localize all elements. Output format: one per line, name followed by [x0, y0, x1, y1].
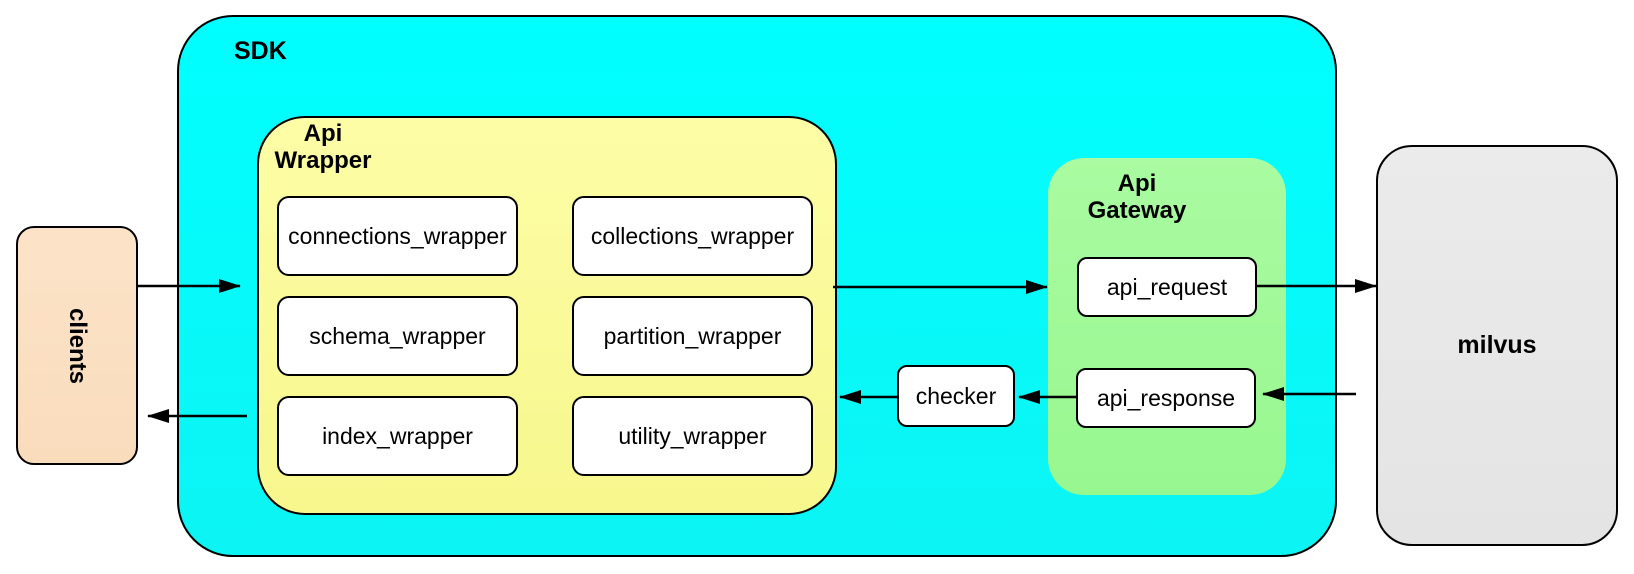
milvus-node: milvus: [1376, 145, 1618, 546]
api-gateway-label-line1: Api: [1117, 170, 1157, 197]
schema-wrapper-node: schema_wrapper: [277, 296, 518, 376]
api-wrapper-label-line1: Api: [303, 120, 343, 147]
utility-wrapper-node: utility_wrapper: [572, 396, 813, 476]
api-gateway-container: Api Gateway: [1048, 158, 1286, 495]
partition-wrapper-label: partition_wrapper: [603, 322, 782, 349]
api-response-label: api_response: [1096, 384, 1236, 411]
connections-wrapper-node: connections_wrapper: [277, 196, 518, 276]
api-wrapper-label-line2: Wrapper: [274, 147, 372, 174]
collections-wrapper-label: collections_wrapper: [590, 222, 795, 249]
index-wrapper-node: index_wrapper: [277, 396, 518, 476]
clients-label: clients: [64, 307, 91, 384]
milvus-label: milvus: [1457, 331, 1537, 359]
clients-node: clients: [16, 226, 138, 465]
api-gateway-label: Api Gateway: [1062, 170, 1212, 224]
connections-wrapper-label: connections_wrapper: [288, 222, 507, 249]
checker-label: checker: [915, 382, 997, 409]
api-response-node: api_response: [1076, 368, 1256, 428]
index-wrapper-label: index_wrapper: [322, 422, 473, 449]
checker-node: checker: [897, 365, 1015, 427]
utility-wrapper-label: utility_wrapper: [618, 422, 767, 449]
api-wrapper-label: Api Wrapper: [271, 120, 375, 174]
api-request-label: api_request: [1106, 273, 1228, 300]
api-request-node: api_request: [1077, 257, 1257, 317]
collections-wrapper-node: collections_wrapper: [572, 196, 813, 276]
partition-wrapper-node: partition_wrapper: [572, 296, 813, 376]
schema-wrapper-label: schema_wrapper: [309, 322, 486, 349]
api-gateway-label-line2: Gateway: [1087, 197, 1187, 224]
sdk-label: SDK: [234, 37, 287, 65]
